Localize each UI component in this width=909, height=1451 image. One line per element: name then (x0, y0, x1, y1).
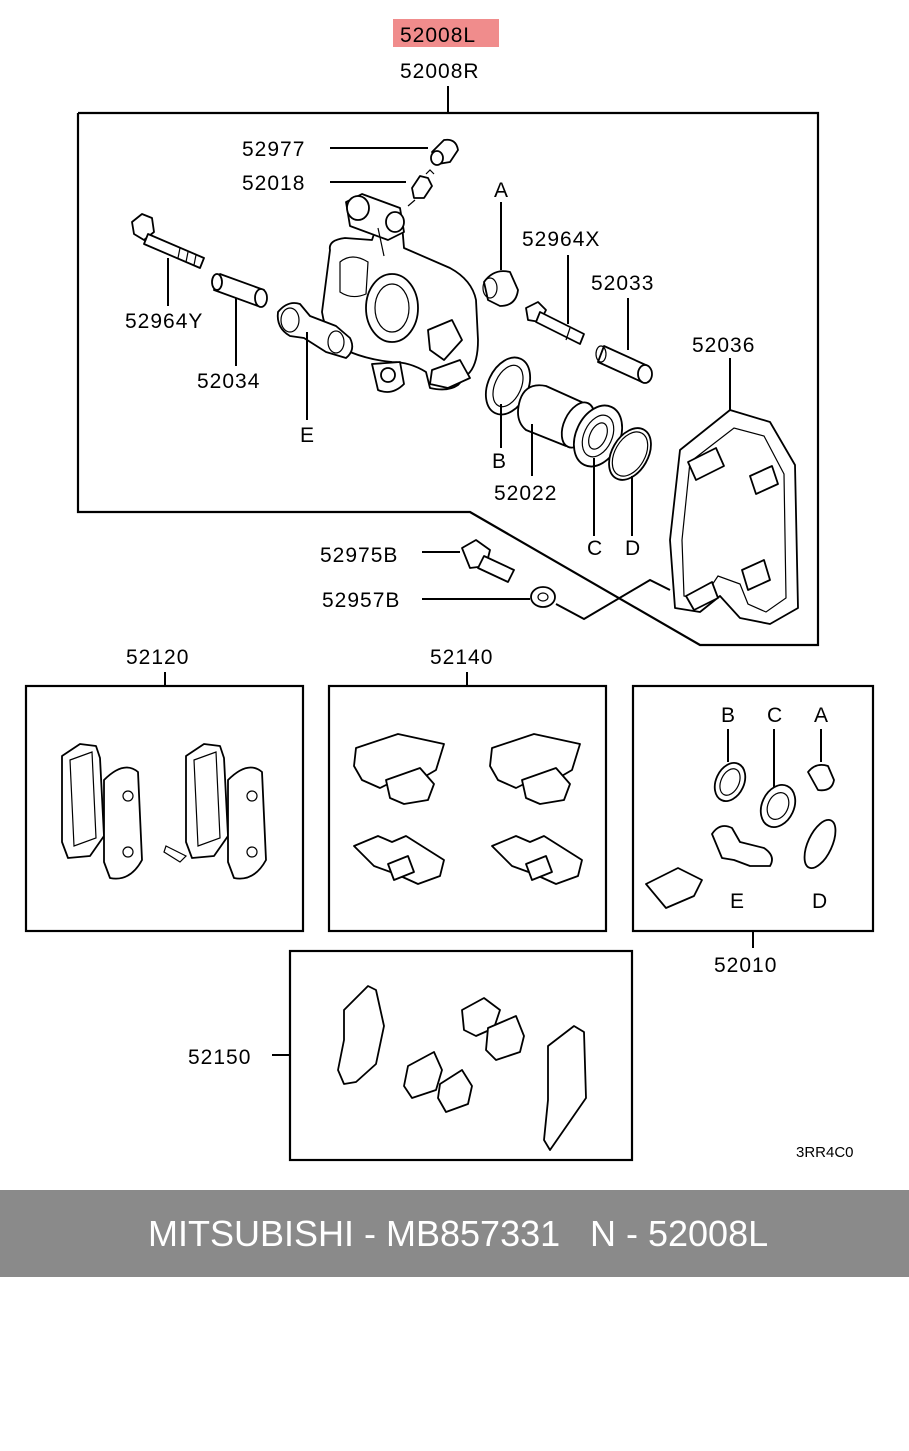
shims-drawing (337, 985, 587, 1151)
footer-brand-part: MITSUBISHI - MB857331 (148, 1213, 561, 1254)
label-52140[interactable]: 52140 (430, 646, 493, 669)
label-d-main[interactable]: D (625, 537, 641, 560)
box-52140 (327, 684, 608, 933)
highlight-box (393, 19, 499, 47)
label-52957b[interactable]: 52957B (322, 589, 400, 612)
pad-clips-drawing (353, 733, 583, 885)
piston-boot-c-drawing (573, 404, 623, 468)
washer-drawing (530, 586, 556, 608)
box-52120 (24, 684, 305, 933)
leader-lines-main (167, 147, 731, 621)
caliper-bracket-drawing (669, 409, 799, 625)
label-b-main[interactable]: B (492, 450, 507, 473)
label-e-main[interactable]: E (300, 424, 315, 447)
seal-kit-drawing (645, 762, 837, 909)
label-52022[interactable]: 52022 (494, 482, 557, 505)
bracket-bolt-drawing (461, 539, 515, 583)
label-a-kit[interactable]: A (814, 704, 829, 727)
label-e-kit[interactable]: E (730, 890, 745, 913)
label-d-kit[interactable]: D (812, 890, 828, 913)
label-a-main[interactable]: A (494, 179, 509, 202)
label-52120[interactable]: 52120 (126, 646, 189, 669)
assembly-number-right[interactable]: 52008R (400, 60, 480, 83)
label-52018[interactable]: 52018 (242, 172, 305, 195)
label-52977[interactable]: 52977 (242, 138, 305, 161)
snap-ring-d-drawing (608, 427, 652, 481)
label-52964y[interactable]: 52964Y (125, 310, 203, 333)
label-c-kit[interactable]: C (767, 704, 783, 727)
guide-bolt-drawing (131, 213, 205, 269)
boot-e-drawing (276, 302, 354, 359)
brake-pads-drawing (61, 743, 267, 880)
footer-bar: MITSUBISHI - MB857331 N - 52008L (0, 1190, 909, 1277)
label-52150[interactable]: 52150 (188, 1046, 251, 1069)
bleeder-screw-drawing (407, 169, 435, 207)
label-52964x[interactable]: 52964X (522, 228, 600, 251)
label-b-kit[interactable]: B (721, 704, 736, 727)
sleeve-drawing (211, 273, 268, 308)
label-52036[interactable]: 52036 (692, 334, 755, 357)
parts-diagram: 52008L 52008R (24, 19, 875, 1162)
label-52975b[interactable]: 52975B (320, 544, 398, 567)
pin-sleeve-drawing (595, 345, 653, 384)
label-52010[interactable]: 52010 (714, 954, 777, 977)
guide-pin-drawing (525, 301, 585, 345)
label-c-main[interactable]: C (587, 537, 603, 560)
diagram-code: 3RR4C0 (796, 1144, 854, 1161)
bleeder-cap-drawing (430, 138, 459, 166)
boot-a-drawing (482, 270, 519, 307)
assembly-number-left[interactable]: 52008L (400, 24, 476, 47)
caliper-assembly-frame (76, 111, 820, 647)
caliper-body-drawing (321, 193, 479, 393)
footer-reference: N - 52008L (590, 1213, 769, 1254)
label-52033[interactable]: 52033 (591, 272, 654, 295)
label-52034[interactable]: 52034 (197, 370, 260, 393)
